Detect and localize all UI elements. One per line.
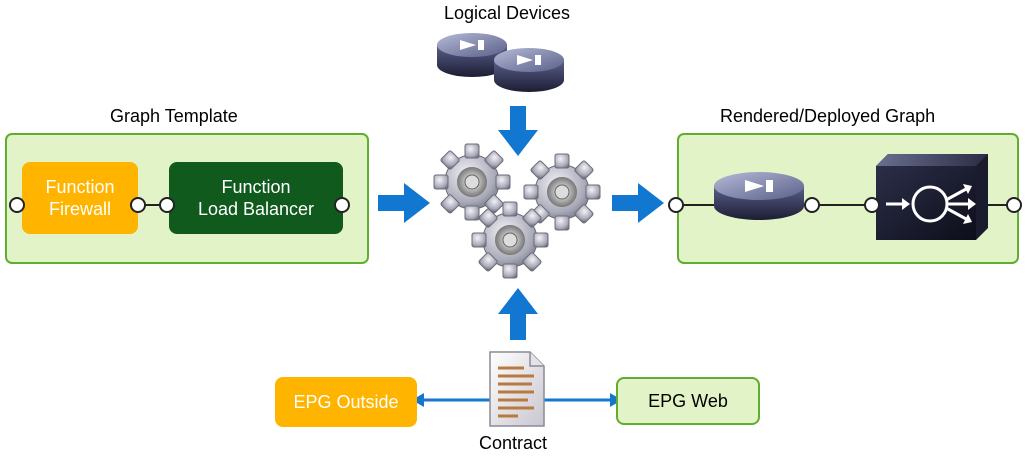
rendered-connector-line [680,204,1015,206]
router-port-out [804,197,820,213]
gear-icon [433,143,601,279]
function-load-balancer-node[interactable]: Function Load Balancer [169,162,343,234]
lb-port-in [159,197,175,213]
rendered-port-in [668,197,684,213]
logical-device-router-icon [437,33,564,92]
rendered-port-out [1006,197,1022,213]
contract-label: Contract [479,433,548,453]
epg-outside-node[interactable]: EPG Outside [275,377,417,427]
arrow-down-from-devices [498,106,538,156]
graph-template-title: Graph Template [110,106,238,126]
arrow-up-from-contract [498,288,538,340]
epg-web-node[interactable]: EPG Web [616,377,760,425]
firewall-port-out [130,197,146,213]
arrow-right-from-template [378,183,430,223]
rendered-graph-title: Rendered/Deployed Graph [720,106,936,126]
deployed-load-balancer-icon [876,154,988,240]
template-port-in [9,197,25,213]
function-firewall-node[interactable]: Function Firewall [22,162,138,234]
contract-document-icon[interactable] [488,350,548,430]
deployed-router-icon [714,172,804,220]
template-connector-line [145,204,163,206]
arrow-right-to-rendered [612,183,664,223]
lb-port-out [334,197,350,213]
lb-device-port-in [864,197,880,213]
logical-devices-label: Logical Devices [444,3,571,23]
